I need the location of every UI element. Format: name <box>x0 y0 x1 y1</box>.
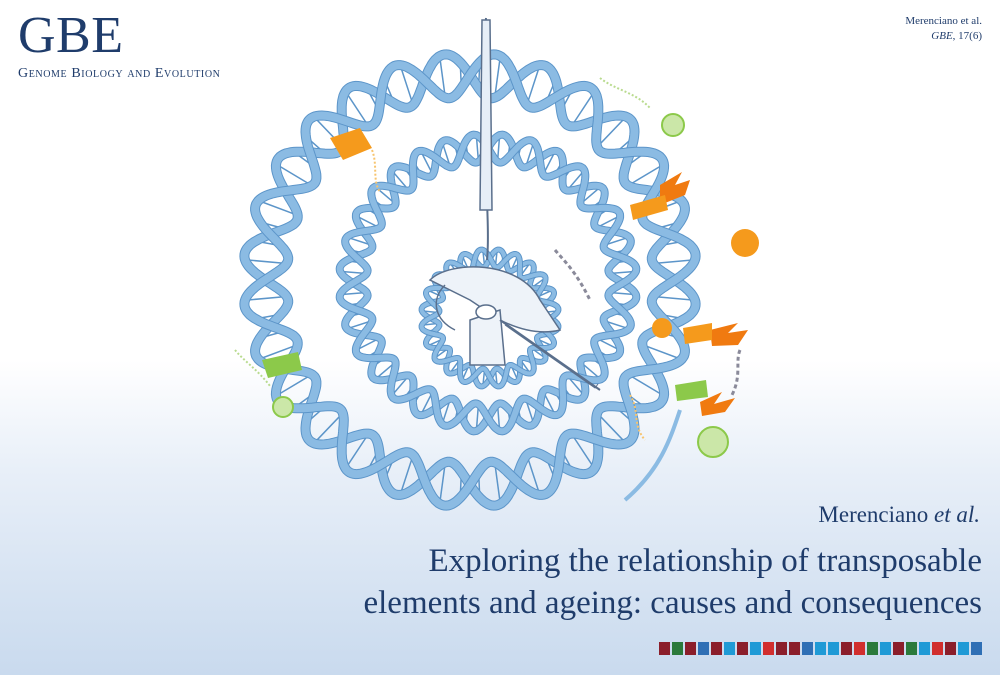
flag-icon <box>660 172 690 205</box>
color-strip-square <box>893 642 904 655</box>
color-strip-square <box>828 642 839 655</box>
article-title: Exploring the relationship of transposab… <box>282 540 982 624</box>
virus-icon <box>697 426 729 458</box>
color-strip-square <box>789 642 800 655</box>
grey-dna-fragment-icon <box>553 249 592 301</box>
virus-icon <box>272 396 294 418</box>
color-strip-square <box>867 642 878 655</box>
color-strip-square <box>711 642 722 655</box>
inner-dna-ring <box>418 246 562 390</box>
color-strip-square <box>737 642 748 655</box>
virus-and-te-decorations <box>234 77 759 502</box>
color-strip-square <box>945 642 956 655</box>
color-strip-square <box>841 642 852 655</box>
citation-journal-line: GBE, 17(6) <box>905 29 982 44</box>
color-strip-square <box>776 642 787 655</box>
article-title-line-2: elements and ageing: causes and conseque… <box>363 585 982 621</box>
flag-icon <box>710 323 748 346</box>
article-title-line-1: Exploring the relationship of transposab… <box>428 543 982 579</box>
clock-hands-icon <box>428 17 601 391</box>
color-strip-square <box>919 642 930 655</box>
virus-icon <box>661 113 685 137</box>
outer-dna-ring <box>239 49 701 511</box>
virus-icon <box>731 229 759 257</box>
color-strip-square <box>659 642 670 655</box>
color-strip-square <box>906 642 917 655</box>
article-authors-etal: et al. <box>934 502 980 527</box>
color-strip-square <box>763 642 774 655</box>
color-strip-square <box>750 642 761 655</box>
color-strip-square <box>854 642 865 655</box>
virus-icon <box>652 318 672 338</box>
article-authors-lead: Merenciano <box>818 502 934 527</box>
color-strip-square <box>932 642 943 655</box>
color-strip-square <box>815 642 826 655</box>
color-strip-square <box>685 642 696 655</box>
color-strip-square <box>880 642 891 655</box>
color-strip-square <box>971 642 982 655</box>
dna-helix-rings <box>239 49 701 511</box>
grey-dna-fragment-icon <box>730 349 742 396</box>
journal-logo-mark: GBE <box>18 7 124 64</box>
citation-authors: Merenciano et al. <box>905 15 982 27</box>
color-strip-square <box>672 642 683 655</box>
color-strip <box>659 642 982 655</box>
color-strip-square <box>802 642 813 655</box>
color-strip-square <box>698 642 709 655</box>
flag-icon <box>700 392 735 416</box>
journal-name: Genome Biology and Evolution <box>18 66 221 81</box>
citation-journal: GBE <box>931 30 953 42</box>
color-strip-square <box>958 642 969 655</box>
journal-logo: GBE Genome Biology and Evolution <box>18 10 221 82</box>
citation: Merenciano et al. GBE, 17(6) <box>905 14 982 44</box>
citation-volume: , 17(6) <box>952 30 982 42</box>
article-authors: Merenciano et al. <box>818 502 980 528</box>
color-strip-square <box>724 642 735 655</box>
middle-dna-ring <box>335 130 641 436</box>
